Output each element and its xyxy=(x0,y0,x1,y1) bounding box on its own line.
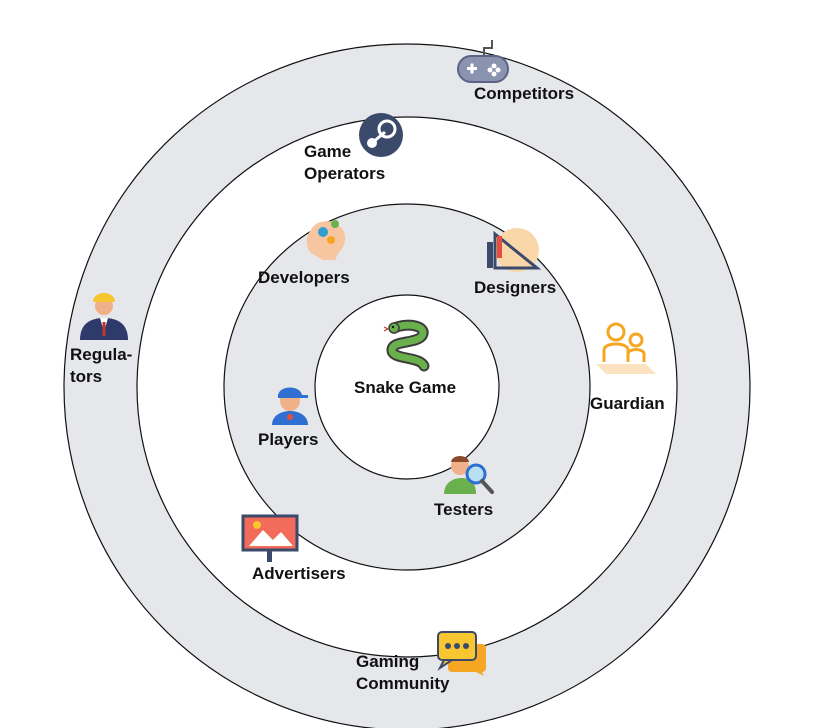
tester-magnifier-icon xyxy=(444,456,494,494)
drafting-tools-icon xyxy=(487,228,542,272)
label-game-operators-line-2: Operators xyxy=(304,164,386,183)
label-regulators-line-2: tors xyxy=(70,367,103,386)
chat-bubbles-icon xyxy=(437,631,486,676)
label-game-operators: Game Operators xyxy=(304,141,385,185)
label-players: Players xyxy=(258,430,319,449)
center-label-snake-game: Snake Game xyxy=(354,378,457,397)
snake-icon xyxy=(383,319,430,372)
label-developers: Developers xyxy=(258,268,350,287)
label-game-operators-line-1: Game xyxy=(304,142,352,161)
label-regulators-line-1: Regula- xyxy=(70,345,133,364)
label-gaming-community: Gaming Community xyxy=(356,651,450,695)
player-cap-icon xyxy=(272,387,308,425)
gamepad-icon xyxy=(457,40,509,83)
center-circle xyxy=(314,294,500,480)
label-advertisers: Advertisers xyxy=(252,564,346,583)
brain-gears-icon xyxy=(306,220,345,260)
label-gaming-community-line-2: Community xyxy=(356,674,450,693)
label-guardian: Guardian xyxy=(590,394,665,413)
family-icon xyxy=(596,322,656,374)
label-regulators: Regula- tors xyxy=(70,344,132,388)
billboard-icon xyxy=(241,514,299,562)
steam-icon xyxy=(359,113,403,157)
worker-helmet-icon xyxy=(80,293,128,340)
label-testers: Testers xyxy=(434,500,494,519)
label-competitors: Competitors xyxy=(474,84,575,103)
label-designers: Designers xyxy=(474,278,557,297)
label-gaming-community-line-1: Gaming xyxy=(356,652,420,671)
